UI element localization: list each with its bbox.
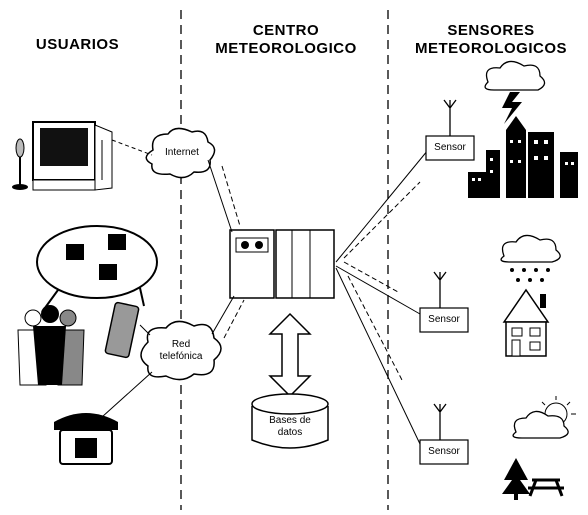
header-sensors-line2: METEOROLOGICOS	[414, 40, 567, 57]
people-group-icon	[17, 305, 85, 386]
mobile-phone-icon	[104, 287, 145, 359]
red-telefonica-label: Red telefónica	[146, 339, 216, 363]
header-sensores-meteorologicos: SENSORES METEOROLOGICOS	[396, 22, 586, 58]
header-centro-meteorologico: CENTRO METEOROLOGICO	[196, 22, 376, 58]
red-line1: Red	[171, 339, 191, 350]
header-usuarios-text: USUARIOS	[35, 36, 120, 53]
database-cylinder-icon	[251, 393, 329, 449]
sun-cloud-icon	[512, 396, 576, 439]
server-cabinet-icon	[229, 229, 335, 299]
house-icon	[502, 288, 550, 357]
sensor-2-text: Sensor	[428, 314, 460, 325]
bases-line1: Bases de	[269, 415, 311, 426]
storm-cloud-icon	[484, 60, 546, 124]
computer-monitor-icon	[32, 121, 113, 191]
internet-text: Internet	[165, 147, 199, 158]
city-buildings-icon	[468, 116, 578, 198]
sensor-label-3: Sensor	[420, 446, 468, 458]
sensor-3-text: Sensor	[428, 446, 460, 457]
header-center-line2: METEOROLOGICO	[215, 40, 357, 57]
user-links	[91, 139, 153, 427]
red-telefonica-cloud	[140, 320, 222, 381]
server-database-arrow	[268, 312, 312, 398]
antenna-icon	[433, 99, 457, 440]
sensor-box-2	[419, 307, 469, 333]
header-center-line1: CENTRO	[252, 22, 320, 39]
picnic-table-icon	[528, 478, 564, 497]
desk-telephone-icon	[54, 413, 118, 465]
sensor-label-2: Sensor	[420, 314, 468, 326]
sensor-box-1	[425, 135, 475, 161]
city-windows	[472, 140, 574, 181]
red-line2: telefónica	[159, 351, 203, 362]
microphone-icon	[12, 138, 28, 190]
sensor-label-1: Sensor	[426, 142, 474, 154]
internet-label: Internet	[152, 147, 212, 159]
rain-cloud-icon	[500, 234, 561, 282]
internet-cloud	[145, 127, 216, 179]
header-usuarios: USUARIOS	[0, 36, 155, 54]
bases-de-datos-label: Bases de datos	[252, 415, 328, 439]
header-sensors-line1: SENSORES	[447, 22, 535, 39]
sensor-1-text: Sensor	[434, 142, 466, 153]
center-links	[207, 159, 245, 339]
tree-icon	[502, 458, 530, 500]
sensor-links	[335, 149, 429, 445]
speech-bubble-icon	[36, 225, 158, 313]
sensor-box-3	[419, 439, 469, 465]
bases-line2: datos	[277, 427, 303, 438]
